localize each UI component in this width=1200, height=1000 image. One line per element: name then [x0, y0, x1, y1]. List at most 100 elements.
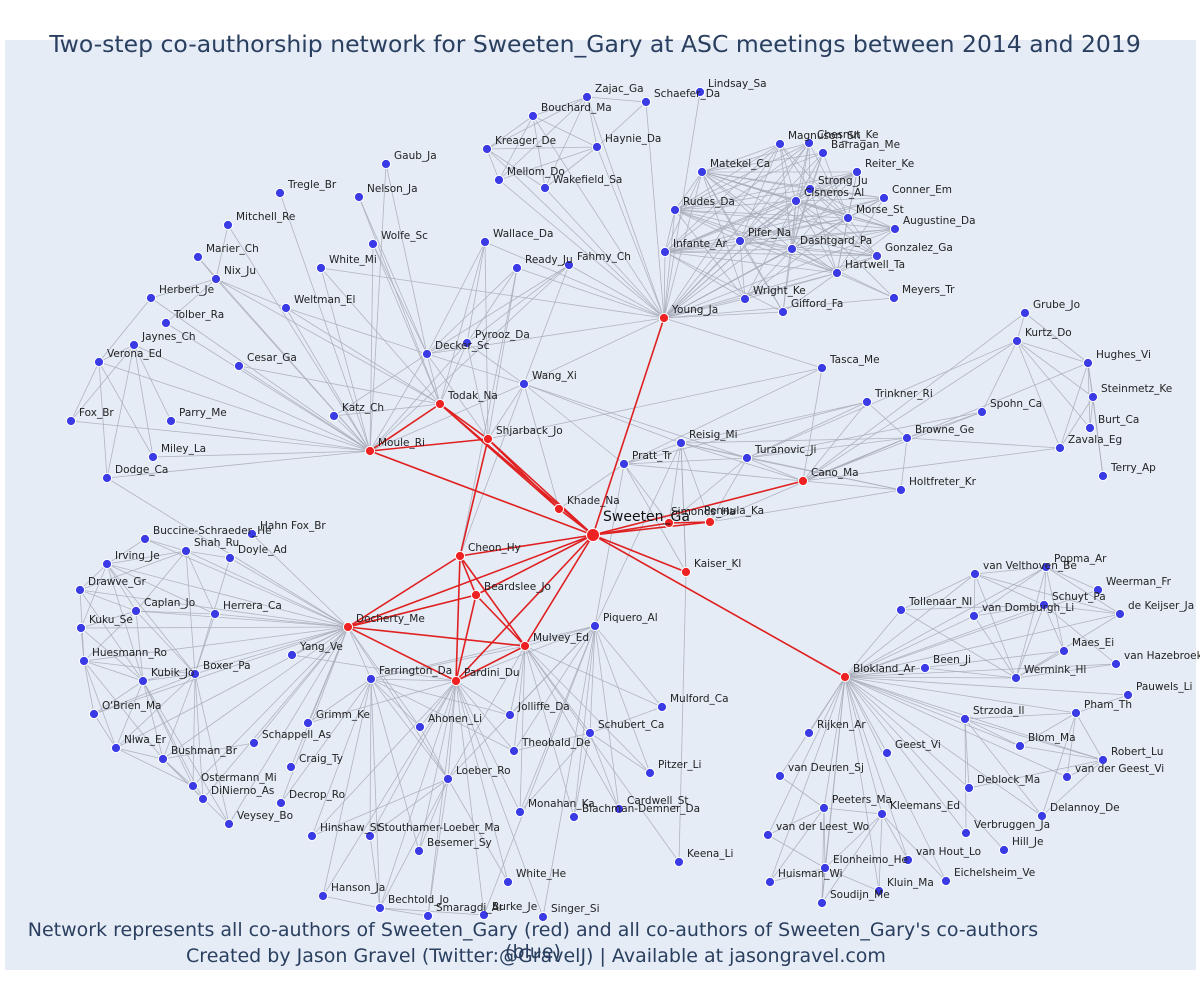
node-popma-ar[interactable] [1040, 561, 1052, 573]
node-burke-je[interactable] [478, 909, 490, 921]
node-buccine-schraeder-he[interactable] [139, 533, 151, 545]
node-pifer-na[interactable] [734, 235, 746, 247]
node-van-deuren-sj[interactable] [774, 770, 786, 782]
node-lindsay-sa[interactable] [694, 86, 706, 98]
node-marier-ch[interactable] [192, 251, 204, 263]
node-schuyt-pa[interactable] [1038, 599, 1050, 611]
node-mulvey-ed[interactable] [519, 640, 531, 652]
node-farrington-da[interactable] [365, 673, 377, 685]
node-schappell-as[interactable] [248, 737, 260, 749]
node-been-ji[interactable] [919, 662, 931, 674]
node-docherty-me[interactable] [342, 621, 354, 633]
node-cesar-ga[interactable] [233, 360, 245, 372]
node-maes-ei[interactable] [1058, 645, 1070, 657]
node-schubert-ca[interactable] [584, 727, 596, 739]
node-tregle-br[interactable] [274, 187, 286, 199]
node-pitzer-li[interactable] [644, 767, 656, 779]
node-herrera-ca[interactable] [209, 608, 221, 620]
node-soudijn-me[interactable] [816, 897, 828, 909]
node-huesmann-ro[interactable] [78, 655, 90, 667]
node-pham-th[interactable] [1070, 707, 1082, 719]
node-kuku-se[interactable] [75, 622, 87, 634]
node-cheon-hy[interactable] [454, 550, 466, 562]
node-huisman-wi[interactable] [764, 876, 776, 888]
node-gaub-ja[interactable] [380, 158, 392, 170]
node-hartwell-ta[interactable] [831, 267, 843, 279]
node-cardwell-st[interactable] [613, 803, 625, 815]
node-rijken-ar[interactable] [803, 727, 815, 739]
node-white-he[interactable] [502, 876, 514, 888]
node-bouchard-ma[interactable] [527, 110, 539, 122]
node-grimm-ke[interactable] [302, 717, 314, 729]
node-tasca-me[interactable] [816, 362, 828, 374]
node-reiter-ke[interactable] [851, 166, 863, 178]
node-theobald-de[interactable] [508, 745, 520, 757]
node-pyrooz-da[interactable] [461, 337, 473, 349]
node-pennula-ka[interactable] [704, 516, 716, 528]
node-beardslee-jo[interactable] [470, 589, 482, 601]
node-moule-ri[interactable] [364, 445, 376, 457]
node-hanson-ja[interactable] [317, 890, 329, 902]
node-geest-vi[interactable] [881, 747, 893, 759]
node-bechtold-jo[interactable] [374, 902, 386, 914]
node-schaefer-da[interactable] [640, 96, 652, 108]
node-keena-li[interactable] [673, 856, 685, 868]
node-wright-ke[interactable] [739, 293, 751, 305]
node-hahn-fox-br[interactable] [246, 528, 258, 540]
node-delannoy-de[interactable] [1036, 810, 1048, 822]
node-gifford-fa[interactable] [777, 306, 789, 318]
node-jolliffe-da[interactable] [504, 709, 516, 721]
node-sweeten-ga[interactable] [586, 528, 600, 542]
node-smaragdi-ar[interactable] [422, 910, 434, 922]
node-van-velthoven-be[interactable] [969, 568, 981, 580]
node-pauwels-li[interactable] [1122, 689, 1134, 701]
node-browne-ge[interactable] [901, 432, 913, 444]
node-de-keijser-ja[interactable] [1114, 608, 1126, 620]
node-nlwa-er[interactable] [110, 742, 122, 754]
node-young-ja[interactable] [658, 312, 670, 324]
node-wallace-da[interactable] [479, 236, 491, 248]
node-ready-ju[interactable] [511, 262, 523, 274]
node-caplan-jo[interactable] [130, 605, 142, 617]
node-steinmetz-ke[interactable] [1087, 391, 1099, 403]
node-pratt-tr[interactable] [618, 458, 630, 470]
node-hughes-vi[interactable] [1082, 357, 1094, 369]
node-cano-ma[interactable] [797, 475, 809, 487]
node-loeber-ro[interactable] [442, 773, 454, 785]
node-tolber-ra[interactable] [160, 317, 172, 329]
node-zajac-ga[interactable] [581, 91, 593, 103]
node-peeters-ma[interactable] [818, 802, 830, 814]
node-chesnut-ke[interactable] [803, 137, 815, 149]
node-monahan-ka[interactable] [514, 806, 526, 818]
node-boxer-pa[interactable] [189, 668, 201, 680]
node-herbert-je[interactable] [145, 292, 157, 304]
node-verbruggen-ja[interactable] [960, 827, 972, 839]
node-reisig-mi[interactable] [675, 437, 687, 449]
node-veysey-bo[interactable] [223, 818, 235, 830]
node-elonheimo-he[interactable] [819, 862, 831, 874]
node-kreager-de[interactable] [481, 143, 493, 155]
node-nelson-ja[interactable] [353, 191, 365, 203]
node-infante-ar[interactable] [659, 246, 671, 258]
node-decrop-ro[interactable] [275, 797, 287, 809]
node-kleemans-ed[interactable] [876, 808, 888, 820]
node-barragan-me[interactable] [817, 147, 829, 159]
node-terry-ap[interactable] [1097, 470, 1109, 482]
node-singer-si[interactable] [537, 911, 549, 923]
node-white-mi[interactable] [315, 262, 327, 274]
node-rudes-da[interactable] [669, 204, 681, 216]
node-craig-ty[interactable] [285, 761, 297, 773]
node-ahonen-li[interactable] [414, 721, 426, 733]
node-nix-ju[interactable] [210, 273, 222, 285]
node-stouthamer-loeber-ma[interactable] [364, 830, 376, 842]
node-holtfreter-kr[interactable] [895, 484, 907, 496]
node-kubik-jo[interactable] [137, 675, 149, 687]
node-wermink-hl[interactable] [1010, 672, 1022, 684]
node-bushman-br[interactable] [157, 753, 169, 765]
node-miley-la[interactable] [147, 451, 159, 463]
node-hinshaw-st[interactable] [306, 830, 318, 842]
node-khade-na[interactable] [553, 503, 565, 515]
node-blokland-ar[interactable] [839, 671, 851, 683]
node-blom-ma[interactable] [1014, 740, 1026, 752]
node-parry-me[interactable] [165, 415, 177, 427]
